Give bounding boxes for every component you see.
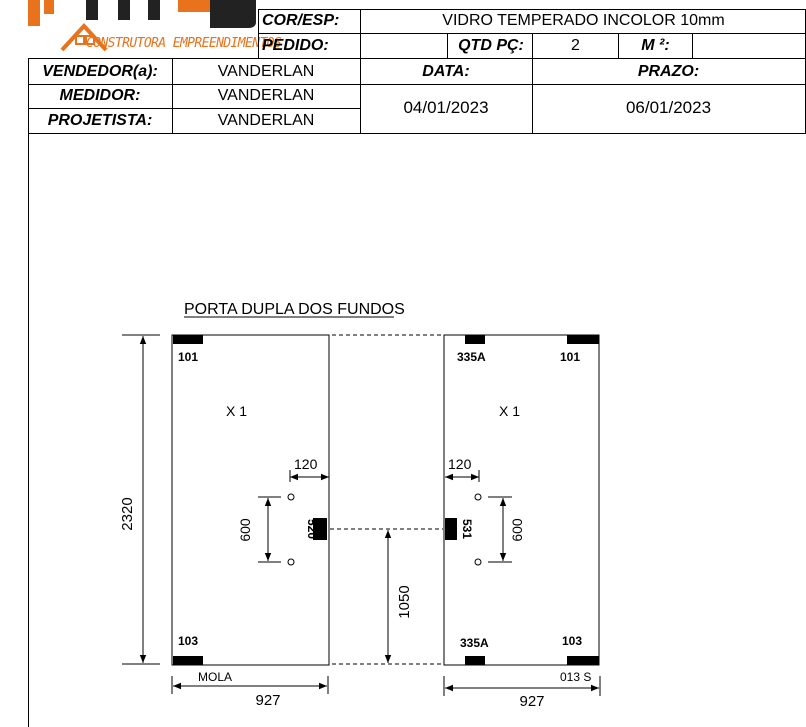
right-hole-bottom xyxy=(474,558,482,566)
left-glass-panel xyxy=(171,334,330,666)
medidor-value: VANDERLAN xyxy=(217,87,315,104)
pedido-label: PEDIDO: xyxy=(262,37,329,54)
logo-graphic xyxy=(28,0,256,52)
vendedor-label: VENDEDOR(a): xyxy=(42,63,158,80)
left-spacing-dim: 600 xyxy=(237,518,253,542)
height-dim: 2320 xyxy=(119,497,136,530)
table-line xyxy=(258,9,259,58)
data-value: 04/01/2023 xyxy=(403,98,489,117)
left-top-fitting xyxy=(173,335,203,344)
table-line xyxy=(172,58,173,133)
right-top-left-fitting xyxy=(465,335,485,344)
right-top-left-label: 335A xyxy=(457,350,486,364)
right-hole-top xyxy=(474,493,482,501)
projetista-value: VANDERLAN xyxy=(217,112,315,129)
left-bottom-fitting-label: 103 xyxy=(178,634,198,648)
vendedor-value: VANDERLAN xyxy=(217,63,315,80)
right-center-fitting-label: 531 xyxy=(460,519,474,539)
cor-esp-value: VIDRO TEMPERADO INCOLOR 10mm xyxy=(442,12,725,29)
qtd-label: QTD PÇ: xyxy=(458,37,524,54)
right-offset-dim: 120 xyxy=(448,456,472,472)
right-quantity: X 1 xyxy=(499,403,520,419)
right-top-right-label: 101 xyxy=(560,350,580,364)
right-top-right-fitting xyxy=(567,335,599,344)
table-line xyxy=(28,108,360,109)
right-bottom-right-fitting xyxy=(567,656,599,665)
medidor-label: MEDIDOR: xyxy=(59,87,141,104)
m2-label: M ²: xyxy=(641,37,670,54)
right-bottom-label: 013 S xyxy=(560,670,591,684)
qtd-value: 2 xyxy=(571,37,580,54)
projetista-label: PROJETISTA: xyxy=(47,112,153,129)
left-top-fitting-label: 101 xyxy=(178,350,198,364)
left-bottom-label: MOLA xyxy=(198,670,232,684)
left-width-dim: 927 xyxy=(255,692,280,709)
right-bottom-right-label: 103 xyxy=(562,634,582,648)
table-line xyxy=(28,84,806,85)
left-hole-top xyxy=(287,493,295,501)
left-quantity: X 1 xyxy=(226,403,247,419)
right-center-fitting xyxy=(445,518,457,540)
table-line xyxy=(532,33,533,133)
right-width-dim: 927 xyxy=(519,693,544,710)
left-center-fitting xyxy=(313,518,327,540)
left-hole-bottom xyxy=(287,558,295,566)
data-label: DATA: xyxy=(422,63,470,80)
left-offset-dim: 120 xyxy=(294,456,318,472)
cor-esp-label: COR/ESP: xyxy=(262,12,340,29)
right-bottom-left-fitting xyxy=(465,656,485,665)
right-bottom-left-label: 335A xyxy=(460,636,489,650)
table-line xyxy=(28,58,806,59)
table-line xyxy=(258,9,806,10)
left-center-fitting-label: 520 xyxy=(305,519,319,539)
prazo-value: 06/01/2023 xyxy=(625,98,712,117)
drawing-title: PORTA DUPLA DOS FUNDOS xyxy=(184,301,405,318)
table-line xyxy=(618,33,619,58)
table-line xyxy=(692,33,693,58)
prazo-label: PRAZO: xyxy=(637,63,700,80)
table-line xyxy=(28,133,806,134)
table-line xyxy=(28,58,29,727)
right-glass-panel xyxy=(443,334,600,666)
left-bottom-fitting xyxy=(173,656,203,665)
center-height-dim: 1050 xyxy=(396,585,413,618)
table-line xyxy=(360,9,361,133)
table-line xyxy=(447,33,448,58)
logo-text: CONSTRUTORA EMPREENDIMENTOS xyxy=(86,36,282,51)
right-spacing-dim: 600 xyxy=(509,518,525,542)
